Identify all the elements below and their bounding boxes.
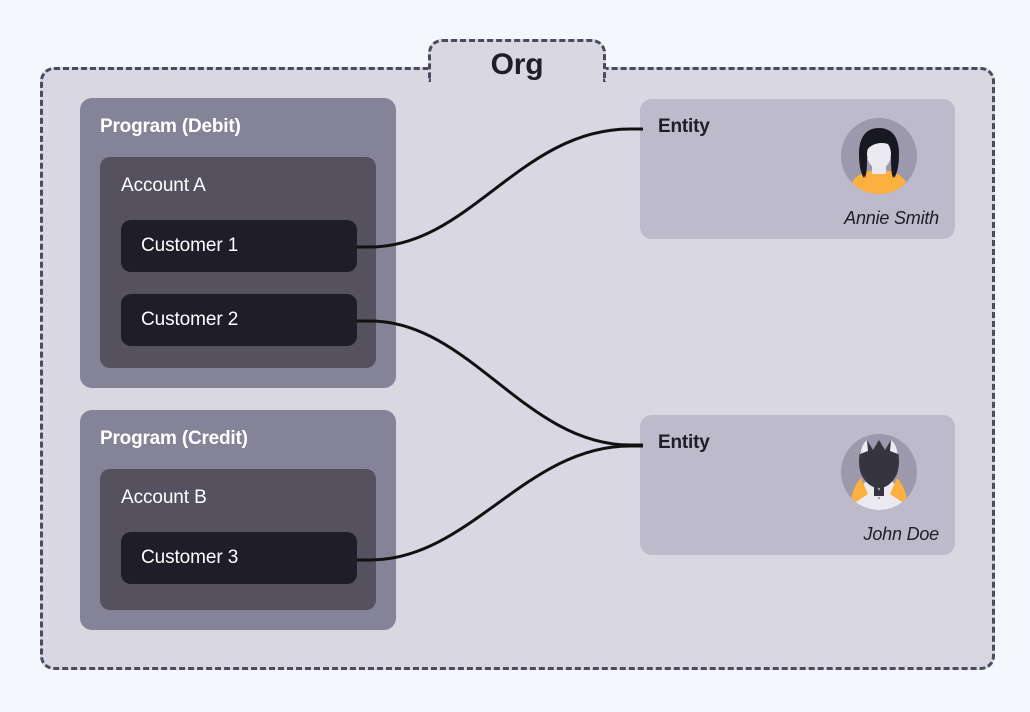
account-a-box[interactable]: Account A Customer 1 Customer 2 [100,157,376,368]
entity-1-name: Annie Smith [844,208,939,228]
customer-3-box[interactable]: Customer 3 [121,532,357,584]
org-title: Org [490,48,544,81]
program-debit-box[interactable]: Program (Debit) Account A Customer 1 Cus… [80,98,396,388]
account-b-label: Account B [121,487,207,508]
entity-card-john-doe[interactable]: Entity [640,415,955,555]
entity-1-label: Entity [658,116,710,137]
customer-2-label: Customer 2 [141,309,239,330]
org-tab-mask [434,64,600,76]
program-credit-label: Program (Credit) [100,428,248,449]
program-debit-label: Program (Debit) [100,116,241,137]
customer-3-label: Customer 3 [141,547,239,568]
entity-2-name: John Doe [863,524,940,544]
entity-card-annie-smith[interactable]: Entity Annie Smith [640,99,955,239]
male-avatar-icon [841,434,917,510]
customer-1-box[interactable]: Customer 1 [121,220,357,272]
female-avatar-icon [841,118,917,194]
program-credit-box[interactable]: Program (Credit) Account B Customer 3 [80,410,396,630]
account-a-label: Account A [121,175,206,196]
customer-1-label: Customer 1 [141,235,239,256]
entity-2-label: Entity [658,432,710,453]
account-b-box[interactable]: Account B Customer 3 [100,469,376,610]
customer-2-box[interactable]: Customer 2 [121,294,357,346]
